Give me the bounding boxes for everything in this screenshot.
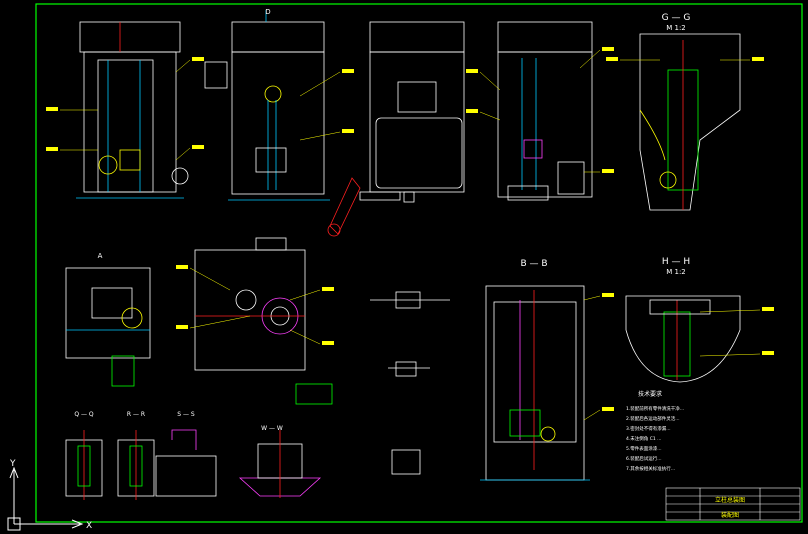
title-block <box>665 487 801 521</box>
section-h-scale: M 1:2 <box>666 268 686 276</box>
section-q-q <box>65 430 103 500</box>
view-a-title: A <box>98 252 103 260</box>
section-g-scale: M 1:2 <box>666 24 686 32</box>
section-h-h <box>625 295 741 383</box>
tech-note-line: 7.其余按相关标准执行... <box>626 465 675 472</box>
ucs-x-label: X <box>86 521 92 531</box>
tech-note-line: 5.零件表面涂漆... <box>626 445 662 452</box>
ucs-icon <box>7 466 84 531</box>
section-w-title: W — W <box>261 425 283 432</box>
section-b-title: B — B <box>520 259 547 269</box>
section-s-title: S — S <box>177 411 195 418</box>
tech-note-line: 3.密封处不得有渗漏... <box>626 425 671 432</box>
top-plan-view <box>194 237 306 371</box>
title-block-sub: 装配图 <box>721 511 739 519</box>
tech-notes-heading: 技术要求 <box>638 390 662 398</box>
section-g-g <box>639 33 741 211</box>
ucs-y-label: Y <box>9 459 16 469</box>
section-q-title: Q — Q <box>74 411 94 418</box>
section-h-h-small <box>295 291 450 405</box>
tech-note-line: 1.装配前所有零件清洗干净... <box>626 405 684 412</box>
view-a <box>65 267 151 387</box>
section-h-title: H — H <box>662 257 690 267</box>
section-b-b <box>480 285 590 481</box>
tech-note-line: 6.装配后试运行... <box>626 455 662 462</box>
front-view-left <box>76 21 189 199</box>
section-g-title: G — G <box>662 13 691 23</box>
rear-view <box>497 21 593 201</box>
technical-notes: 技术要求 1.装配前所有零件清洗干净... 2.装配后各运动部件灵活... 3.… <box>626 390 684 472</box>
section-s-s <box>155 429 217 497</box>
tech-note-line: 4.未注倒角 C1 ... <box>626 435 661 442</box>
title-block-name: 立柱总装图 <box>715 496 745 504</box>
tech-note-line: 2.装配后各运动部件灵活... <box>626 415 680 422</box>
section-r-title: R — R <box>127 411 145 418</box>
front-view-center <box>204 10 330 201</box>
leader-lines <box>60 49 761 421</box>
section-d-mark: D <box>265 8 270 16</box>
side-view <box>327 21 465 237</box>
balloon-label-markers <box>46 47 774 411</box>
sheet-border <box>35 3 803 523</box>
section-r-r <box>117 430 155 500</box>
section-w-w <box>238 430 421 498</box>
